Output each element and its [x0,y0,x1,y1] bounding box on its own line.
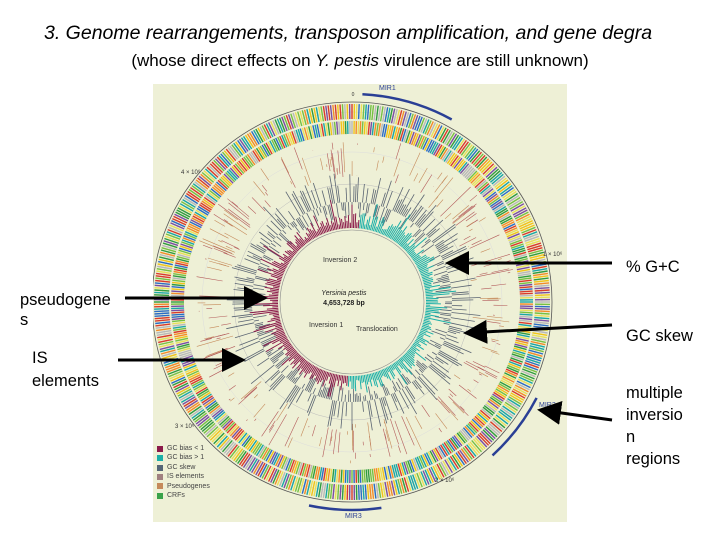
callout-pseudogenes: pseudogene s [20,291,111,329]
legend-item: GC skew [157,463,210,472]
legend-item: IS elements [157,472,210,481]
tick-4e6: 4 × 10⁶ [181,169,201,176]
slide-subtitle: (whose direct effects on Y. pestis virul… [0,51,720,71]
legend-label: GC bias > 1 [167,454,205,462]
callout-gc-skew: GC skew [626,327,693,345]
legend-label: GC skew [167,463,196,471]
genome-marks [153,93,551,512]
subtitle-text-before: (whose direct effects on [131,51,316,70]
origin-label: 0 [352,92,355,98]
legend-swatch [157,492,163,499]
genome-map-figure: 0 MIR1 MIR2 MIR3 1 × 10⁶ 2 × 10⁶ 3 × 10⁶… [153,84,567,522]
slide-title: 3. Genome rearrangements, transposon amp… [44,22,653,44]
legend-label: CRFs [167,492,185,500]
arrow-inversions [537,401,613,425]
genome-size-label: 4,653,728 bp [323,300,365,307]
subtitle-species: Y. pestis [315,51,379,70]
legend-item: Pseudogenes [157,482,210,491]
legend-swatch [157,445,163,452]
legend-item: CRFs [157,491,210,500]
callout-is-elements: IS elements [32,349,99,390]
mir1-label: MIR1 [379,85,396,92]
genome-map: 0 MIR1 MIR2 MIR3 1 × 10⁶ 2 × 10⁶ 3 × 10⁶… [153,85,563,520]
legend-label: GC bias < 1 [167,445,205,452]
legend-label: IS elements [167,473,204,481]
legend-label: Pseudogenes [167,482,210,490]
legend-item: GC bias < 1 [157,444,210,453]
legend-swatch [157,464,163,471]
callout-gc-content: % G+C [626,258,680,276]
legend-swatch [157,483,163,490]
legend-swatch [157,455,163,462]
tick-1e6: 1 × 10⁶ [543,251,563,258]
tick-3e6: 3 × 10⁶ [175,423,195,430]
subtitle-text-after: virulence are still unknown) [378,51,589,70]
translocation-label: Translocation [356,326,398,333]
tick-2e6: 2 × 10⁶ [435,477,455,484]
arrow-gc-skew [463,319,613,344]
inversion2-label: Inversion 2 [323,257,357,264]
callout-inversions: multiple inversio n regions [626,384,683,468]
organism-label: Yersinia pestis [321,290,367,297]
legend-item: GC bias > 1 [157,453,210,462]
legend-swatch [157,473,163,480]
mir3-label: MIR3 [345,513,362,520]
inversion1-label: Inversion 1 [309,322,343,329]
